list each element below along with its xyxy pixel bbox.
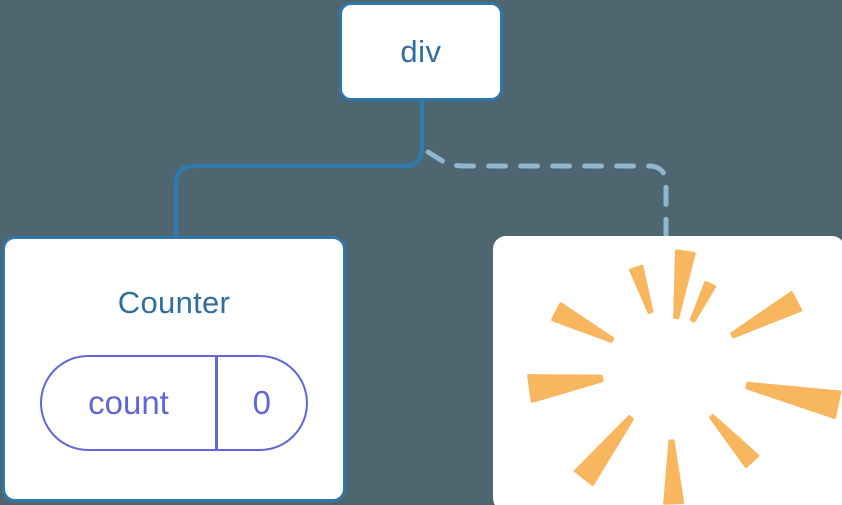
ray-ne	[730, 291, 803, 339]
node-output[interactable]	[493, 236, 842, 505]
ray-w	[527, 374, 604, 403]
state-value-label: 0	[252, 384, 271, 421]
state-key-label: count	[88, 384, 169, 421]
ray-ese	[709, 414, 760, 468]
edge-div-to-counter	[174, 99, 424, 238]
node-div[interactable]: div	[339, 2, 503, 101]
state-pill[interactable]: count 0	[40, 355, 308, 451]
ray-nne	[689, 280, 717, 323]
node-counter[interactable]: Counter count 0	[2, 236, 346, 502]
state-pill-divider	[215, 357, 218, 449]
ray-s	[663, 439, 685, 505]
ray-n	[673, 249, 696, 320]
ray-ssw	[573, 415, 634, 486]
ray-e	[745, 381, 842, 419]
sparkle-burst-icon	[527, 249, 842, 505]
node-div-label: div	[400, 33, 442, 69]
node-counter-label: Counter	[117, 285, 231, 320]
edge-div-to-output	[425, 149, 669, 239]
ray-nw	[551, 302, 615, 343]
ray-nnw	[629, 264, 654, 314]
